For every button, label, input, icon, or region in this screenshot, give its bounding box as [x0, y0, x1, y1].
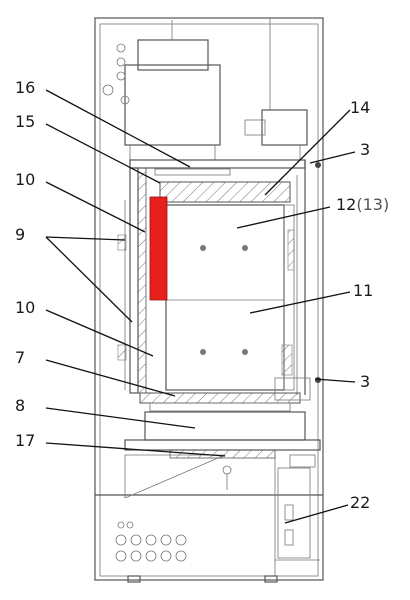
combustion-chamber	[129, 160, 306, 395]
label-16: 16	[15, 78, 35, 97]
label-12: 12(13)	[336, 195, 389, 214]
label-10-lower: 10	[15, 298, 35, 317]
label-11: 11	[353, 281, 373, 300]
label-8: 8	[15, 396, 25, 415]
callout-labels: 16 15 10 9 10 7 8 17 14 3 12(13) 11 3 22	[15, 78, 389, 512]
label-22: 22	[350, 493, 370, 512]
label-3-lower: 3	[360, 372, 370, 391]
highlighted-panel	[149, 196, 168, 301]
fan-motor-assembly	[102, 20, 221, 160]
label-17: 17	[15, 431, 35, 450]
controller-box	[244, 109, 308, 160]
outer-housing	[94, 17, 324, 581]
leader-lines	[45, 89, 356, 524]
label-12-sub: (13)	[356, 195, 389, 214]
label-15: 15	[15, 112, 35, 131]
right-side-column	[275, 467, 320, 561]
ash-tray	[124, 439, 321, 499]
label-14: 14	[350, 98, 370, 117]
left-side-panels	[117, 200, 127, 390]
label-12-main: 12	[336, 195, 356, 214]
grate-plates	[139, 377, 311, 441]
label-9: 9	[15, 225, 25, 244]
label-10-upper: 10	[15, 170, 35, 189]
label-7: 7	[15, 348, 25, 367]
label-3-upper: 3	[360, 140, 370, 159]
feet	[127, 575, 278, 583]
connection-ports	[115, 521, 187, 562]
